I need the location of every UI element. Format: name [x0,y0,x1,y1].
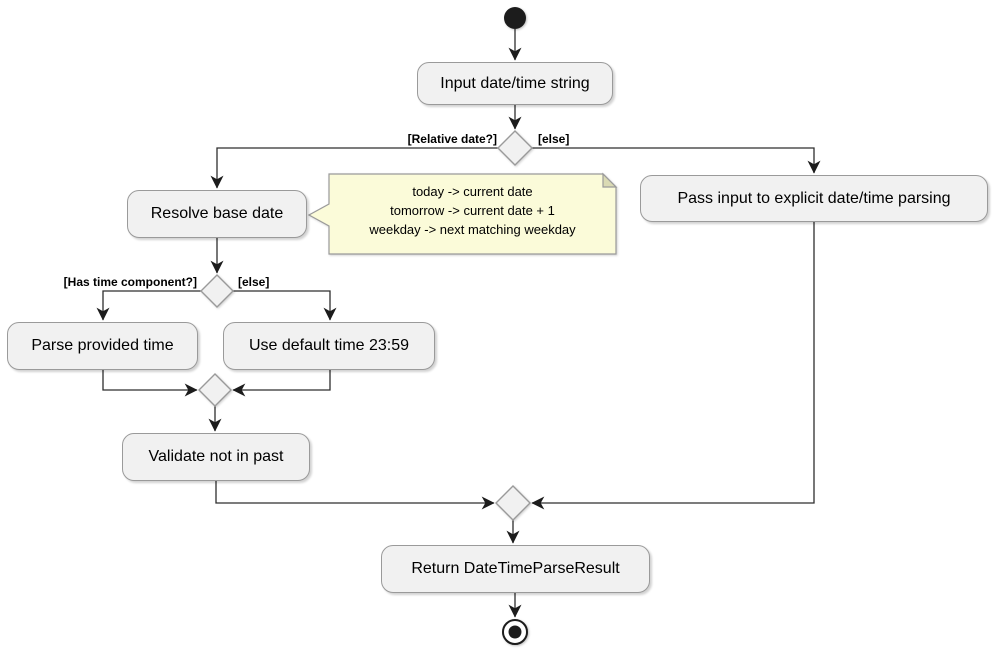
guard-has-time-else: [else] [238,275,270,289]
guard-relative-date: [Relative date?] [407,132,497,146]
edge-decision-hastime-to-default-time [233,290,337,321]
edge-decision-relative-to-resolve [210,147,498,189]
activity-validate-not-in-past: Validate not in past [122,433,310,481]
guard-has-time-component: [Has time component?] [63,275,197,289]
note-resolve-rules: today -> current date tomorrow -> curren… [329,182,616,239]
edge-pass-explicit-to-merge-final [531,222,815,510]
edge-decision-hastime-to-parse-time [96,290,201,321]
activity-return-result: Return DateTimeParseResult [381,545,650,593]
merge-time-diamond [198,373,232,407]
decision-has-time-diamond [200,274,234,308]
edge-default-time-to-merge-time [232,370,331,397]
guard-relative-else: [else] [538,132,570,146]
activity-parse-provided-time: Parse provided time [7,322,198,370]
start-node [504,7,526,29]
end-node-inner [508,625,522,639]
activity-use-default-time: Use default time 23:59 [223,322,435,370]
decision-relative-date-diamond [497,130,533,166]
edge-validate-to-merge-final [215,481,495,510]
merge-final-diamond [495,485,531,521]
edge-parse-time-to-merge-time [102,370,198,397]
activity-pass-explicit-parsing: Pass input to explicit date/time parsing [640,175,988,222]
note-line-today: today -> current date [412,184,533,199]
note-line-weekday: weekday -> next matching weekday [369,222,576,237]
edge-decision-relative-to-pass-explicit [532,147,821,174]
note-fold-corner [602,172,618,188]
activity-input-datetime-string: Input date/time string [417,62,613,105]
activity-resolve-base-date: Resolve base date [127,190,307,238]
note-line-tomorrow: tomorrow -> current date + 1 [390,203,555,218]
